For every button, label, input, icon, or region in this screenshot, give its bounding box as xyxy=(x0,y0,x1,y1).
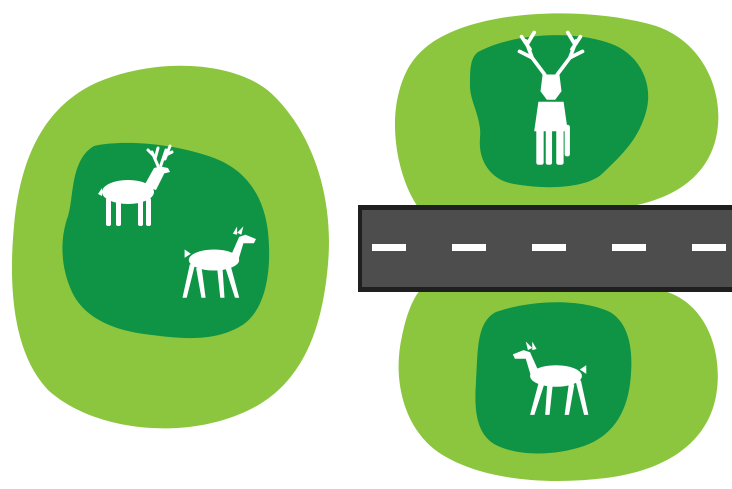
lane-dash xyxy=(692,244,726,251)
habitat-bottom-right xyxy=(399,290,718,481)
lane-dash xyxy=(452,244,486,251)
large-habitat-left xyxy=(12,66,329,429)
road-icon xyxy=(358,205,732,292)
lane-dash xyxy=(372,244,406,251)
habitat-top-right xyxy=(395,13,718,210)
lane-dash xyxy=(612,244,646,251)
lane-dash xyxy=(532,244,566,251)
